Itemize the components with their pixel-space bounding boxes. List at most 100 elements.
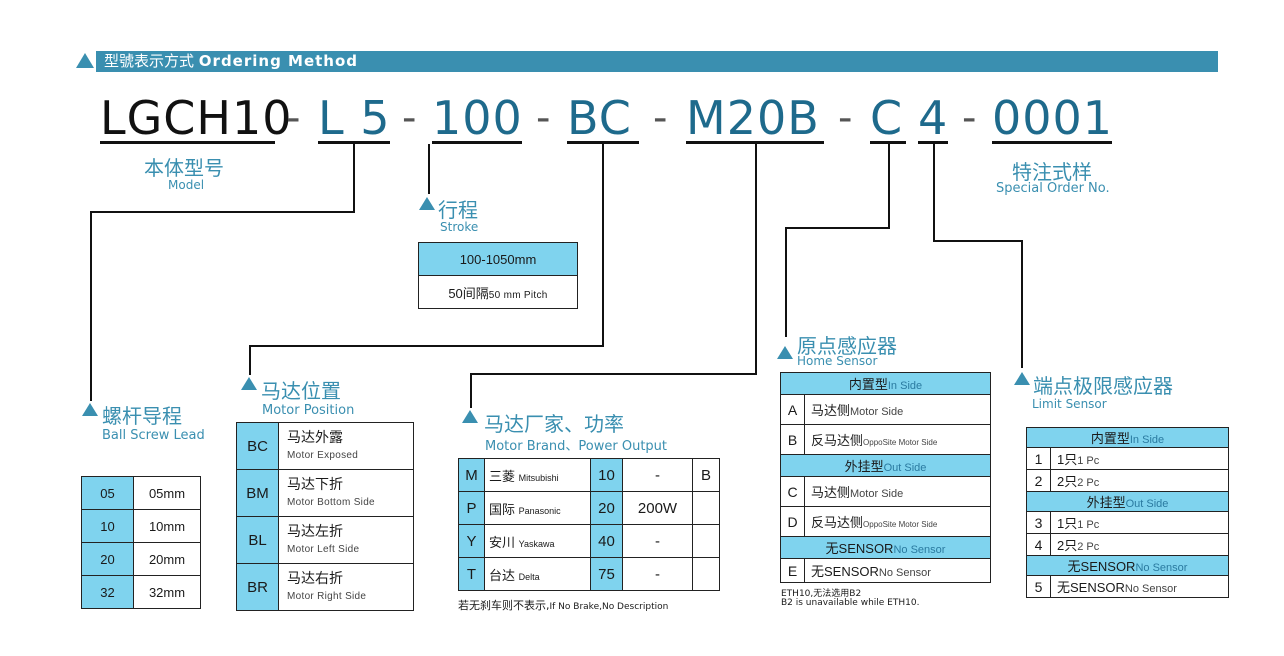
table-header: 无SENSORNo Sensor [1026, 555, 1229, 576]
model-label-cn: 本体型号 [144, 156, 224, 180]
dash: - [653, 95, 668, 141]
group-header: 无SENSORNo Sensor [780, 536, 991, 559]
sensor-code: B [780, 424, 805, 455]
stroke-pitch: 50间隔50 mm Pitch [418, 275, 578, 309]
stroke-range: 100-1050mm [418, 242, 578, 276]
sensor-desc: 2只2 Pc [1050, 469, 1229, 492]
connector-home [785, 227, 787, 337]
connector-lead [90, 211, 92, 401]
dash: - [962, 95, 977, 141]
special-label-cn: 特注式样 [1012, 160, 1092, 184]
lead-value: 32mm [133, 575, 201, 609]
motor-label-cn: 马达厂家、功率 [484, 412, 624, 436]
table-header: 内置型In Side [780, 372, 991, 395]
connector-position [249, 345, 251, 375]
triangle-icon [419, 197, 435, 210]
underline-special [992, 141, 1112, 144]
connector-lead [353, 144, 355, 212]
connector-limit [1021, 240, 1023, 368]
connector-motor [755, 144, 757, 374]
home-label-en: Home Sensor [797, 354, 878, 368]
limit-label-cn: 端点极限感应器 [1033, 374, 1173, 398]
table-header: 外挂型Out Side [1026, 491, 1229, 512]
power-value: - [622, 557, 693, 591]
motor-code: P [458, 491, 485, 525]
motor-brand: 安川 Yaskawa [484, 524, 591, 558]
lead-label-en: Ball Screw Lead [102, 428, 205, 443]
group-header: 无SENSORNo Sensor [1026, 555, 1229, 576]
triangle-icon [777, 346, 793, 359]
connector-limit [933, 144, 935, 242]
underline-model [100, 141, 275, 144]
power-code: 75 [590, 557, 623, 591]
dash: - [402, 95, 417, 141]
position-code: BC [236, 422, 279, 470]
table-header: 外挂型Out Side [780, 454, 991, 477]
motor-code: Y [458, 524, 485, 558]
home-note-1: ETH10,无法选用B2 [781, 589, 862, 599]
stroke-table: 100-1050mm 50间隔50 mm Pitch [418, 242, 578, 309]
motor-brand: 台达 Delta [484, 557, 591, 591]
code-home: C [870, 91, 904, 145]
sensor-desc: 1只1 Pc [1050, 447, 1229, 470]
sensor-code: C [780, 476, 805, 507]
motor-code: M [458, 458, 485, 492]
code-limit: 4 [918, 91, 949, 145]
sensor-code: E [780, 558, 805, 583]
stroke-label-cn: 行程 [438, 198, 478, 222]
triangle-icon [462, 410, 478, 423]
brake-code [692, 491, 720, 525]
group-header: 外挂型Out Side [1026, 491, 1229, 512]
power-value: - [622, 524, 693, 558]
brake-code [692, 557, 720, 591]
lead-value: 05mm [133, 476, 201, 510]
brake-code: B [692, 458, 720, 492]
underline-position [567, 141, 639, 144]
connector-limit [933, 240, 1023, 242]
sensor-code: 1 [1026, 447, 1051, 470]
sensor-code: 3 [1026, 511, 1051, 534]
power-code: 20 [590, 491, 623, 525]
motor-label-en: Motor Brand、Power Output [485, 439, 668, 454]
position-code: BL [236, 516, 279, 564]
table-header: 内置型In Side [1026, 427, 1229, 448]
underline-home [870, 141, 906, 144]
connector-motor [470, 373, 472, 408]
motor-code: T [458, 557, 485, 591]
connector-stroke [428, 144, 430, 194]
brake-code [692, 524, 720, 558]
sensor-code: 2 [1026, 469, 1051, 492]
lead-value: 20mm [133, 542, 201, 576]
sensor-desc: 无SENSORNo Sensor [1050, 575, 1229, 598]
position-code: BR [236, 563, 279, 611]
underline-stroke [432, 141, 522, 144]
dash: - [536, 95, 551, 141]
connector-position [602, 144, 604, 346]
motor-brand: 三菱 Mitsubishi [484, 458, 591, 492]
model-label-en: Model [168, 178, 205, 192]
sensor-desc: 反马达侧OppoSite Motor Side [804, 424, 991, 455]
sensor-desc: 马达侧Motor Side [804, 394, 991, 425]
header-title: 型號表示方式 Ordering Method [104, 52, 359, 70]
